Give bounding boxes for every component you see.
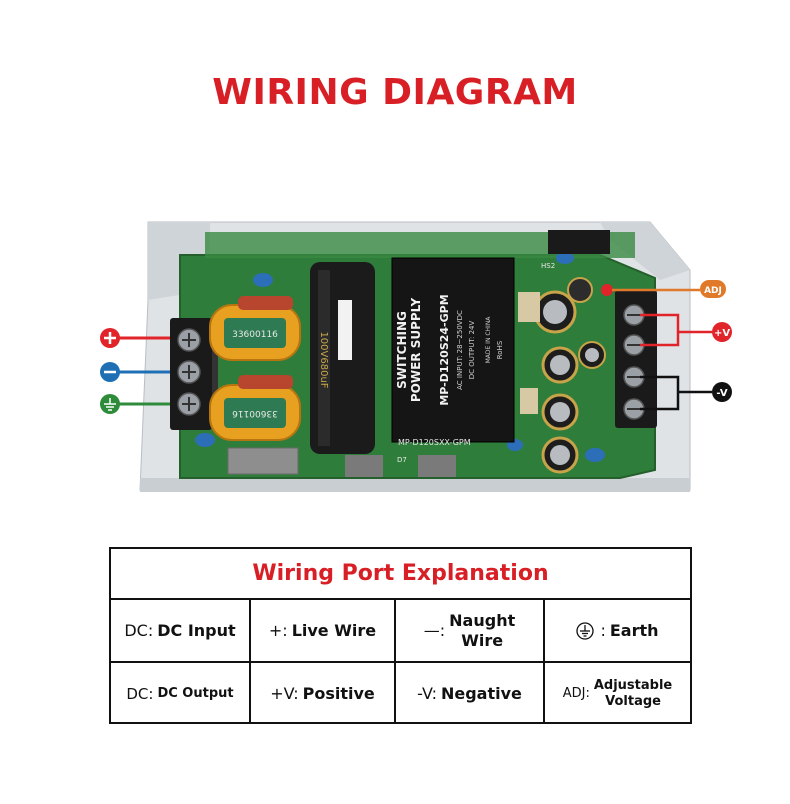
cell-adjustable-voltage: ADJ: Adjustable Voltage xyxy=(562,677,673,709)
x-capacitor-bottom xyxy=(238,375,293,389)
cell-negative: -V: Negative xyxy=(417,683,522,703)
live-wire-indicator xyxy=(100,328,170,348)
input-terminal-block xyxy=(170,318,218,430)
minus-v-tag: -V xyxy=(716,388,727,399)
pcb-model-label: MP-D120SXX-GPM xyxy=(398,438,471,447)
y-capacitor-1 xyxy=(253,273,273,287)
choke-code-top: 33600116 xyxy=(232,330,278,340)
switching-power-module: SWITCHING POWER SUPPLY MP-D120S24-GPM AC… xyxy=(391,257,515,443)
cell-positive: +V: Positive xyxy=(270,683,375,703)
wiring-port-table: Wiring Port Explanation DC: DC Input +: … xyxy=(109,547,692,724)
bulk-capacitor-rating: 100V680uF xyxy=(318,331,329,388)
negative-output-callout: -V xyxy=(640,375,732,411)
common-mode-choke-top: 33600116 xyxy=(209,304,301,361)
module-title-line1: SWITCHING xyxy=(395,311,409,389)
neutral-wire-indicator xyxy=(100,362,170,382)
module-rohs: RoHS xyxy=(496,340,504,359)
output-capacitors xyxy=(518,290,606,474)
bridge-rectifier xyxy=(227,447,299,475)
earth-wire-indicator xyxy=(100,394,170,414)
hs-label: HS2 xyxy=(541,262,555,270)
choke-code-bottom: 33600116 xyxy=(232,408,278,418)
adj-tag: ADJ xyxy=(704,286,722,296)
y-capacitor-5 xyxy=(556,252,574,264)
module-title-line2: POWER SUPPLY xyxy=(409,298,423,403)
plus-v-tag: +V xyxy=(714,328,730,339)
cell-earth: : Earth xyxy=(545,600,690,661)
x-capacitor-top xyxy=(238,296,293,310)
module-spec-input: AC INPUT: 28~250VDC xyxy=(456,310,464,390)
inductor-bottom-1 xyxy=(345,455,383,477)
adj-callout: ADJ xyxy=(612,280,726,298)
common-mode-choke-bottom: 33600116 xyxy=(209,384,301,441)
earth-icon xyxy=(576,621,595,640)
heatsink-top xyxy=(548,230,610,254)
cell-dc-output: DC: DC Output xyxy=(126,684,234,703)
d-label: D7 xyxy=(397,456,407,464)
module-model: MP-D120S24-GPM xyxy=(438,294,451,405)
cell-dc-input: DC: DC Input xyxy=(124,620,236,640)
cell-live-wire: +: Live Wire xyxy=(268,620,377,640)
table-row-divider xyxy=(111,661,690,663)
output-terminal-block xyxy=(615,290,657,428)
positive-output-callout: +V xyxy=(640,313,732,347)
bulk-capacitor: 100V680uF xyxy=(310,262,375,454)
adj-potentiometer xyxy=(601,284,613,296)
table-header: Wiring Port Explanation xyxy=(111,549,690,600)
y-capacitor-2 xyxy=(195,433,215,447)
power-supply-board-diagram: 33600116 33600116 100V680uF SWITCHING PO… xyxy=(100,221,732,492)
chassis-bottom-flange xyxy=(140,478,690,492)
module-origin: MADE IN CHINA xyxy=(485,316,492,364)
page-title: WIRING DIAGRAM xyxy=(212,72,578,113)
cell-naught-wire: —: Naught Wire xyxy=(423,611,516,650)
module-spec-output: DC OUTPUT: 24V xyxy=(468,321,476,380)
y-capacitor-3 xyxy=(585,448,605,462)
inductor-bottom-2 xyxy=(418,455,456,477)
